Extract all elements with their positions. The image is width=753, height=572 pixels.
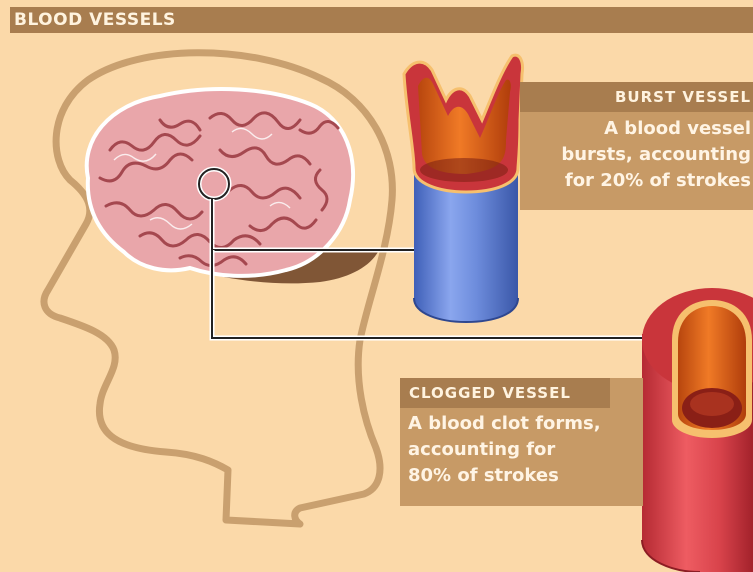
- burst-vessel-title: BURST VESSEL: [615, 88, 751, 106]
- clogged-vessel-icon: [642, 288, 753, 572]
- burst-vessel-line: A blood vessel: [561, 116, 751, 142]
- clogged-vessel-description: A blood clot forms, accounting for 80% o…: [408, 411, 601, 489]
- burst-vessel-line: for 20% of strokes: [561, 168, 751, 194]
- clogged-vessel-title: CLOGGED VESSEL: [409, 384, 571, 402]
- clogged-vessel-line: A blood clot forms,: [408, 411, 601, 437]
- clogged-vessel-line: accounting for: [408, 437, 601, 463]
- clogged-vessel-panel: CLOGGED VESSEL A blood clot forms, accou…: [400, 378, 643, 506]
- burst-vessel-icon: [404, 55, 523, 322]
- burst-vessel-line: bursts, accounting: [561, 142, 751, 168]
- burst-vessel-panel: BURST VESSEL A blood vessel bursts, acco…: [520, 82, 753, 210]
- clogged-vessel-line: 80% of strokes: [408, 463, 601, 489]
- clogged-vessel-header: CLOGGED VESSEL: [400, 378, 610, 408]
- burst-vessel-description: A blood vessel bursts, accounting for 20…: [561, 116, 751, 194]
- burst-vessel-header: BURST VESSEL: [520, 82, 753, 112]
